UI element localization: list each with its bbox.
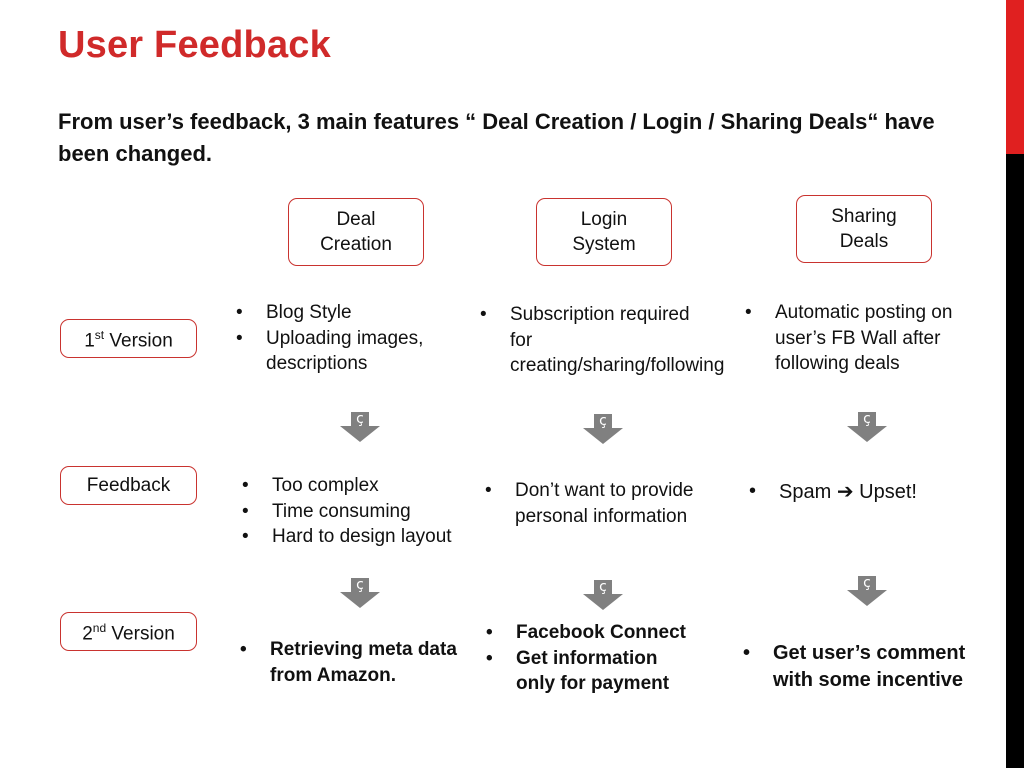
list-item: Hard to design layout — [238, 524, 453, 550]
accent-bar-red — [1006, 0, 1024, 154]
down-arrow-icon: ç — [847, 411, 887, 442]
column-header-label: Deal Creation — [320, 209, 392, 255]
list-item: Facebook Connect — [482, 620, 722, 646]
list-item: Automatic posting on user’s FB Wall afte… — [741, 300, 981, 377]
down-arrow-icon: ç — [340, 577, 380, 608]
right-arrow-icon: ➔ — [836, 479, 854, 503]
row-header-label: Feedback — [86, 475, 171, 496]
cell-v2-sharing: Get user’s comment with some incentive — [739, 640, 1001, 694]
list-item: Subscription required for creating/shari… — [476, 302, 724, 379]
down-arrow-icon: ç — [583, 413, 623, 444]
cell-v1-login: Subscription required for creating/shari… — [476, 302, 724, 379]
list-item: Don’t want to provide personal informati… — [481, 478, 726, 529]
cell-feedback-sharing: Spam ➔ Upset! — [745, 478, 985, 506]
row-header-label: 1st Version — [84, 328, 173, 352]
column-header-sharing-deals: Sharing Deals — [796, 195, 932, 263]
down-arrow-icon: ç — [340, 411, 380, 442]
row-header-feedback: Feedback — [60, 466, 197, 505]
row-header-label: 2nd Version — [82, 621, 175, 645]
accent-bar-black — [1006, 154, 1024, 768]
row-header-first-version: 1st Version — [60, 319, 197, 358]
column-header-label: Login System — [572, 209, 636, 255]
page-subtitle: From user’s feedback, 3 main features “ … — [58, 109, 935, 166]
down-arrow-icon: ç — [847, 575, 887, 606]
list-item: Spam ➔ Upset! — [745, 478, 985, 506]
column-header-deal-creation: Deal Creation — [288, 198, 424, 266]
list-item: Blog Style — [232, 300, 462, 326]
cell-feedback-login: Don’t want to provide personal informati… — [481, 478, 726, 529]
page-title: User Feedback — [58, 24, 331, 66]
cell-v2-login: Facebook Connect Get information only fo… — [482, 620, 722, 697]
cell-feedback-deal: Too complex Time consuming Hard to desig… — [238, 473, 453, 550]
cell-v1-sharing: Automatic posting on user’s FB Wall afte… — [741, 300, 981, 377]
list-item: Get user’s comment with some incentive — [739, 640, 1001, 694]
cell-v1-deal: Blog Style Uploading images, description… — [232, 300, 462, 377]
column-header-label: Sharing Deals — [831, 206, 897, 252]
down-arrow-icon: ç — [583, 579, 623, 610]
list-item: Uploading images, descriptions — [232, 326, 462, 377]
column-header-login-system: Login System — [536, 198, 672, 266]
list-item: Retrieving meta data from Amazon. — [236, 637, 472, 688]
list-item: Time consuming — [238, 499, 453, 525]
row-header-second-version: 2nd Version — [60, 612, 197, 651]
list-item: Too complex — [238, 473, 453, 499]
cell-v2-deal: Retrieving meta data from Amazon. — [236, 637, 472, 688]
list-item: Get information only for payment — [482, 646, 722, 697]
